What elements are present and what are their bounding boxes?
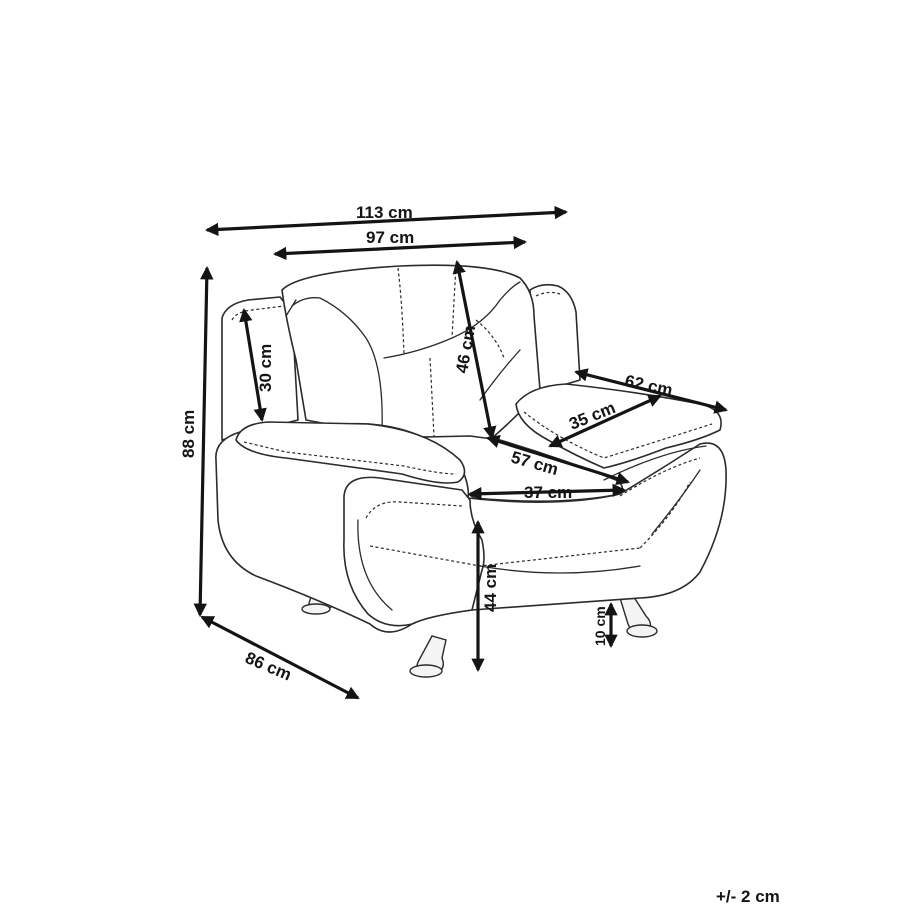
tolerance-note: +/- 2 cm [716,887,780,906]
left-arm-front-panel [343,476,485,627]
dim-line-seat-depth [486,435,630,485]
front-left-leg [409,635,447,678]
right-arm-back [529,283,581,393]
dim-line-overall-height [193,265,214,618]
dim-line-back-width [272,235,528,261]
dim-line-armrest-length [574,368,728,414]
label-overall-depth: 86 cm [242,648,294,684]
back-right-leg [619,593,658,638]
label-armrest-height: 30 cm [256,344,275,392]
left-armrest [235,421,466,484]
dim-line-seat-width [467,483,627,501]
dim-line-overall-width [204,205,569,237]
dim-line-armrest-height [239,308,267,422]
label-overall-width: 113 cm [356,203,413,222]
label-overall-height: 88 cm [179,410,198,458]
label-back-width: 97 cm [366,228,414,247]
label-leg-height: 10 cm [592,606,608,646]
dim-line-overall-depth [200,615,360,700]
dim-line-backrest-height [452,260,497,440]
label-seat-width: 37 cm [524,483,572,502]
label-seat-height: 44 cm [481,564,500,612]
